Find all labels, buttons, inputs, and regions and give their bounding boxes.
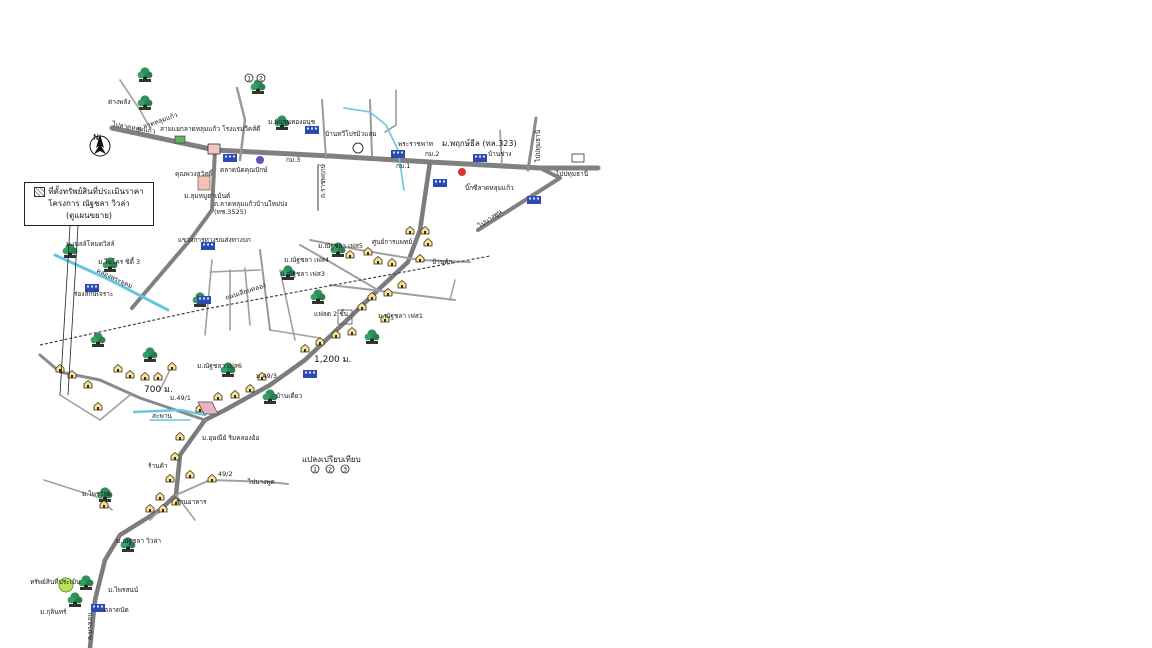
label: ร้านค้า (148, 462, 168, 470)
label: สะพาน (152, 412, 172, 420)
tree-icon (78, 575, 94, 590)
compare-marker-2: 2 (328, 466, 332, 474)
label: กม.1 (396, 162, 410, 170)
label: ถ.ลาดหลุมแก้วบ้านใหม่ปง (214, 200, 287, 208)
market-icon (197, 175, 211, 191)
label: บิ๊กซีลาดหลุมแก้ว (465, 183, 514, 192)
label: ทรัพย์สินที่ประเมิน (30, 577, 81, 586)
tree-icon (137, 95, 153, 110)
label: คุณพวงสวัสดิ์ (175, 169, 214, 178)
label: ไปปทุมธานี (555, 170, 589, 178)
label: ถ.ราชพฤกษ์ (319, 163, 327, 198)
tree-icon (310, 289, 326, 304)
compare-marker-1: 1 (313, 466, 317, 474)
compass-label: N (93, 133, 99, 142)
subject-hatch-icon (34, 186, 46, 197)
label: ไปบางพูด (247, 478, 275, 486)
label: ม.ณัฐชลา เฟส4 (284, 256, 329, 264)
police-icon (256, 156, 264, 164)
legend-box: ที่ตั้งทรัพย์สินที่ประเมินราคา โครงการ ณ… (24, 182, 154, 226)
label: สามแยกลาดหลุมแก้ว โรงแรมวีคส์ดี (160, 125, 260, 133)
railway-line (39, 255, 491, 346)
flat-icon (337, 309, 353, 325)
junction-marker (207, 143, 221, 155)
tree-icon (137, 67, 153, 82)
top-marker-2: 2 (259, 75, 263, 83)
tree-icon (142, 347, 158, 362)
label: แปลงเปรียบเทียบ (302, 455, 361, 464)
label: กม.3 (286, 156, 300, 164)
label: กม.2 (425, 150, 439, 158)
legend-leader-line (59, 225, 79, 396)
label: ม.ณัฐชลา เฟส5 (318, 242, 363, 250)
label: บ้านค้า (432, 258, 453, 266)
label: แฟลต 2 ชั้น (314, 309, 349, 318)
north-arrow-icon (89, 134, 111, 157)
bridge-icon (197, 401, 219, 415)
label: ตลาดนัดคุณปักษ์ (220, 166, 268, 174)
label: ไปปทุมธานี (534, 129, 542, 163)
canals (53, 107, 405, 421)
label: 1,200 ม. (314, 355, 351, 365)
label: บ้านทวีโปรมิวแลม (325, 130, 377, 138)
label: ไปบางพูน (476, 207, 504, 230)
compare-marker-3: 3 (343, 466, 347, 474)
label: ม.เบลล์โหมดวิลล์ (66, 240, 115, 248)
tree-icon (364, 329, 380, 344)
label: แขวงการทางขนส่งทางบก (178, 236, 251, 244)
tree-icon (90, 332, 106, 347)
label: ม.ณัฐชลา เฟส3 (280, 270, 325, 278)
legend-line-3: (ดูแผนขยาย) (65, 211, 113, 220)
label: ม.พฤกษ์ธีล (ทล.323) (442, 138, 517, 148)
label: ม.ณัฐชลา เฟส1 (378, 312, 423, 320)
label: ร่องลักษ์เจราะ (74, 290, 113, 298)
label: บ้านเดี่ยว (276, 391, 302, 400)
label: ม.ไมโคร ซิตี้ 3 (98, 257, 140, 266)
label: ม.49/1 (170, 394, 191, 402)
label: ม.ณัฐชลา วิวล่า (116, 537, 161, 545)
label: ตลาดนัด (104, 606, 129, 614)
label: ม.พิมานทองอนุช (268, 118, 316, 126)
label: ม.กุลินทร์ (40, 608, 67, 616)
label: ม.ไพรวัลย์ (82, 490, 111, 498)
label: (ทช.3525) (214, 208, 246, 216)
label: ม.49/3 (256, 372, 277, 380)
label: ถ.บางเลน (86, 612, 94, 640)
legend-line-1: ที่ตั้งทรัพย์สินที่ประเมินราคา (48, 187, 144, 196)
legend-line-2: โครงการ ณัฐชลา วิวล่า (48, 199, 130, 208)
label: ม.ณัฐชลา เฟส6 (197, 362, 242, 370)
top-markers: 1 2 (244, 73, 266, 83)
label: 700 ม. (144, 385, 173, 395)
label: ม.อุษณีย์ ริมคลองอ้อ (202, 434, 260, 442)
subject-property-icon (58, 577, 74, 593)
map-labels: ต.ลาดหลุมแก้ว ต่างพลัง สามแยกลาดหลุมแก้ว… (30, 98, 589, 640)
label: 49/2 (218, 470, 233, 478)
bank-icon (174, 135, 186, 144)
label: ม.ลุมหมูดาเม้นต์ (184, 192, 230, 200)
label: บ้านช่าง (488, 150, 511, 158)
station-icon (571, 153, 585, 163)
label: ศูนย์การแพทย์ (372, 238, 412, 246)
compare-markers: 1 2 3 (310, 464, 350, 474)
label: ร้านอาหาร (176, 498, 207, 506)
top-marker-1: 1 (247, 75, 251, 83)
tree-icon (67, 592, 83, 607)
temple-icon (352, 142, 364, 154)
label: ต่างพลัง (108, 98, 131, 106)
label: พระราชพาท (398, 140, 433, 148)
label: ม.ไพรสนน์ (108, 586, 139, 594)
hospital-icon (458, 168, 466, 176)
